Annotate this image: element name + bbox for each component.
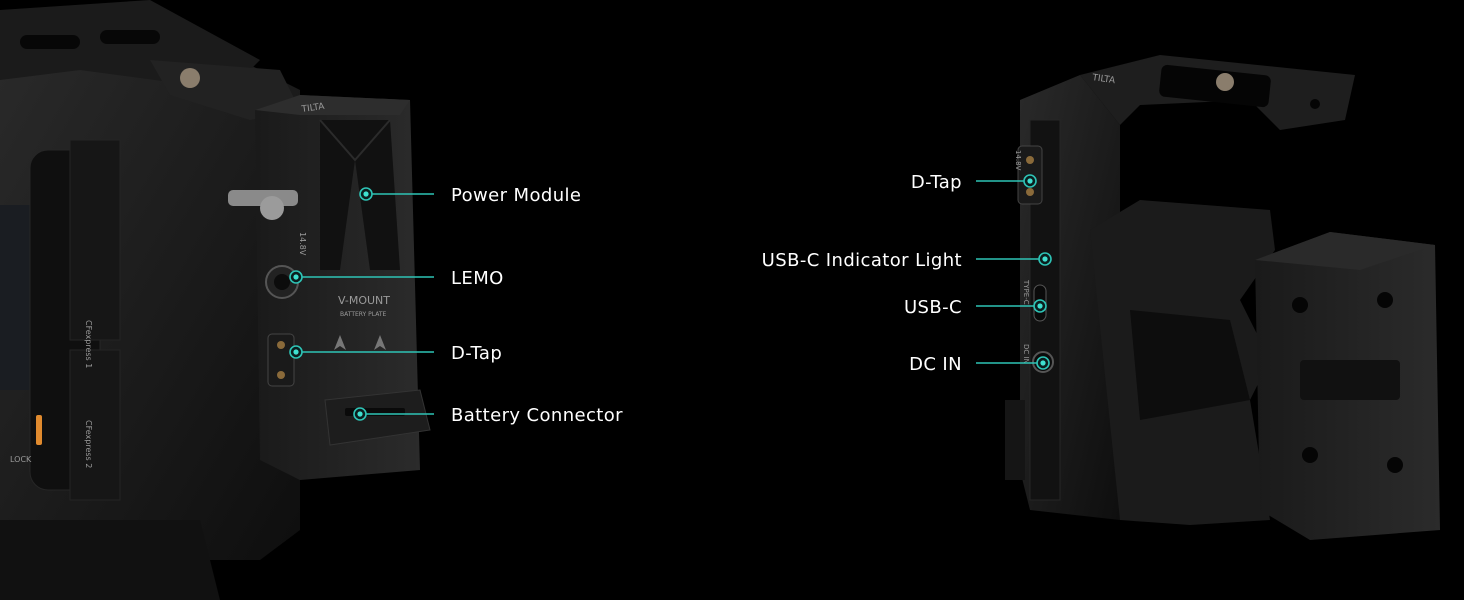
left-product-illustration: CFexpress 1 CFexpress 2 LOCK TILTA V-MOU… [0,0,431,600]
battery-connector [324,389,431,446]
label-usbc: USB-C [904,297,962,318]
vmount-sub-engraving: BATTERY PLATE [340,311,387,318]
vmount-face [319,119,391,162]
thumb-screw [180,68,200,88]
right-product-illustration: TILTA 14.8V TYPE-C DC IN [1005,55,1440,540]
callout-dot-core [293,274,299,280]
callout-lemo: LEMO [289,268,504,289]
plate-hole [1292,297,1308,313]
lower-bracket [1005,400,1025,480]
callout-dot-core [1042,256,1048,262]
callout-dot-core [363,191,369,197]
brand-engraving-right: TILTA [1091,73,1117,86]
rod-cap [260,196,284,220]
label-dtap-left: D-Tap [451,343,502,364]
label-dc-in: DC IN [909,354,962,375]
callout-dot-core [1040,360,1046,366]
callouts-right: D-Tap USB-C Indicator Light USB-C DC IN [762,172,1052,375]
arrow-mark-2 [374,335,386,350]
tripod-plate [0,520,220,600]
cf1-engraving: CFexpress 1 [84,320,93,368]
module-cutout [1130,310,1250,420]
media-door-1 [69,139,121,341]
callout-dtap-left: D-Tap [289,343,502,364]
handle-screw [1216,73,1234,91]
camera-screen [0,205,30,390]
plate-hole [1387,457,1403,473]
plate-slot [1300,360,1400,400]
callouts-left: Power Module LEMO D-Tap Battery Connecto… [289,185,623,426]
voltage-engraving: 14.8V [298,232,307,256]
label-power-module: Power Module [451,185,581,206]
dtap-pin [1026,156,1034,164]
callout-power-module: Power Module [359,185,581,206]
battery-plate-top [1255,232,1435,270]
plate-hole [1377,292,1393,308]
label-dtap-right: D-Tap [911,172,962,193]
typec-engraving: TYPE-C [1022,279,1030,305]
cf2-engraving: CFexpress 2 [84,420,93,468]
callout-usbc: USB-C [904,297,1047,318]
cage-slot [20,35,80,49]
dtap-port-left [267,333,295,387]
handle-hole [1310,99,1320,109]
label-usbc-indicator: USB-C Indicator Light [762,250,962,271]
callout-dot-core [293,349,299,355]
label-battery-connector: Battery Connector [451,405,623,426]
vmount-engraving: V-MOUNT [338,294,390,307]
handle-opening [1159,64,1271,108]
arrow-mark-1 [334,335,346,350]
voltage-engraving-right: 14.8V [1014,150,1022,171]
callout-battery-connector: Battery Connector [353,405,623,426]
callout-dot-core [1037,303,1043,309]
plate-hole [1302,447,1318,463]
cage-slot [100,30,160,44]
callout-dtap-right: D-Tap [911,172,1037,193]
brand-engraving-left: TILTA [300,102,326,115]
dtap-pin [277,371,285,379]
lock-engraving: LOCK [10,455,32,464]
callout-dot-core [1027,178,1033,184]
media-door-2 [69,349,121,501]
dcin-engraving: DC IN [1022,344,1030,364]
label-lemo: LEMO [451,268,504,289]
plate-top [255,95,410,115]
callout-dc-in: DC IN [909,354,1050,375]
callout-dot-core [357,411,363,417]
dtap-pin [277,341,285,349]
lemo-inner [274,274,290,290]
brand-accent [36,415,42,445]
callout-usbc-indicator: USB-C Indicator Light [762,250,1052,271]
dtap-pin [1026,188,1034,196]
